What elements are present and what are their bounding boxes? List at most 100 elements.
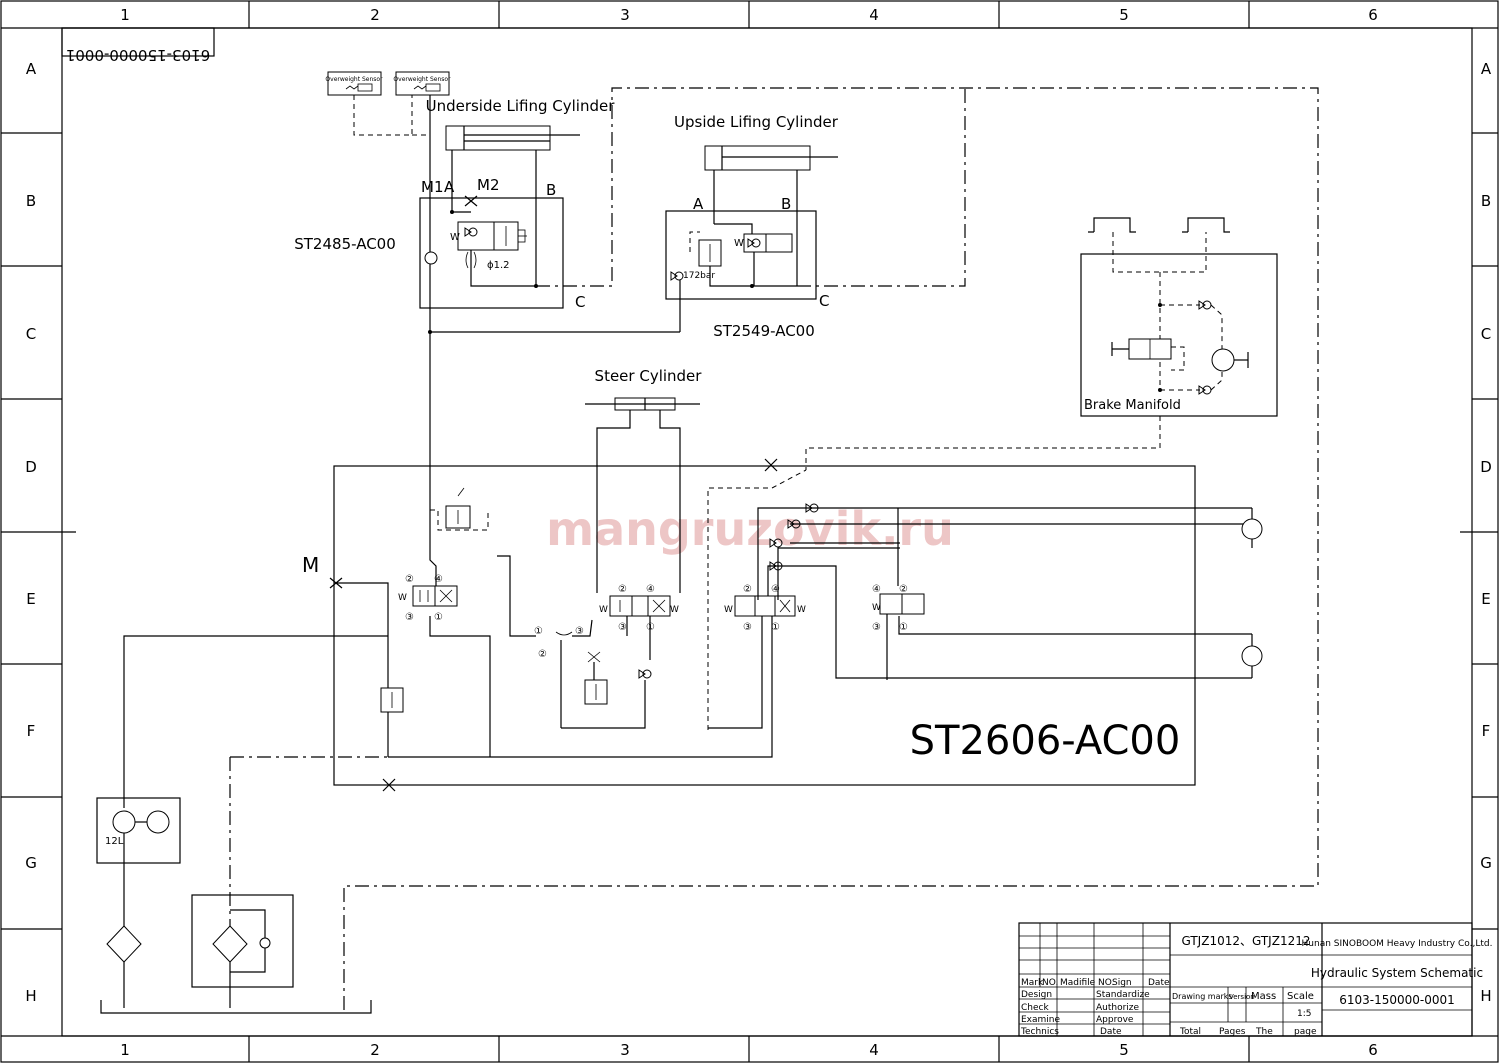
row-label: D (1480, 458, 1492, 476)
svg-text:③: ③ (618, 622, 627, 633)
svg-text:6103-150000-0001: 6103-150000-0001 (1339, 993, 1455, 1007)
svg-text:W: W (724, 605, 733, 615)
col-label: 4 (869, 1041, 879, 1059)
svg-text:Underside Lifing Cylinder: Underside Lifing Cylinder (426, 97, 616, 115)
svg-text:W: W (450, 232, 460, 243)
svg-text:Design: Design (1021, 990, 1052, 1000)
row-label: E (26, 590, 35, 608)
svg-text:①: ① (899, 622, 908, 633)
col-label: 2 (370, 6, 380, 24)
row-label: C (1481, 325, 1491, 343)
row-label: C (26, 325, 36, 343)
svg-text:page: page (1294, 1027, 1317, 1037)
svg-text:Pages: Pages (1219, 1027, 1246, 1037)
row-label: F (1482, 722, 1491, 740)
svg-text:ST2606-AC00: ST2606-AC00 (910, 718, 1181, 764)
valve-block-st2549: ST2549-AC00 A B C W 172bar (665, 88, 966, 340)
svg-text:The: The (1255, 1027, 1273, 1037)
svg-text:①: ① (534, 626, 543, 637)
col-label: 2 (370, 1041, 380, 1059)
row-label: F (27, 722, 36, 740)
svg-text:Total: Total (1179, 1027, 1201, 1037)
drive-motor-2 (1241, 634, 1263, 678)
svg-text:Mark: Mark (1021, 978, 1044, 988)
drawing-number-rotated: 6103-150000-0001 (66, 46, 210, 64)
svg-text:②: ② (405, 574, 414, 585)
svg-text:Scale: Scale (1287, 991, 1314, 1002)
svg-text:W: W (734, 238, 744, 249)
brake-manifold: Brake Manifold (805, 217, 1278, 470)
svg-text:ϕ1.2: ϕ1.2 (487, 260, 510, 271)
svg-text:M2: M2 (477, 176, 500, 194)
svg-text:W: W (872, 603, 881, 613)
row-label: H (1480, 987, 1491, 1005)
return-filter (191, 756, 388, 1008)
main-manifold-st2606: ST2606-AC00 M ② ④ ③ ① W ① ③ ② (302, 458, 1252, 792)
svg-text:GTJZ1012、GTJZ1212: GTJZ1012、GTJZ1212 (1181, 934, 1310, 948)
svg-text:M1: M1 (421, 178, 444, 196)
svg-text:Authorize: Authorize (1096, 1003, 1140, 1013)
svg-text:B: B (781, 195, 791, 213)
svg-text:Standardize: Standardize (1096, 990, 1150, 1000)
svg-text:②: ② (743, 584, 752, 595)
svg-text:Version: Version (1229, 993, 1255, 1001)
svg-text:Steer Cylinder: Steer Cylinder (595, 367, 703, 385)
row-label: G (1480, 854, 1492, 872)
svg-text:②: ② (899, 584, 908, 595)
svg-text:②: ② (618, 584, 627, 595)
svg-text:Drawing marks: Drawing marks (1172, 992, 1233, 1001)
row-label: D (25, 458, 37, 476)
row-label: A (1481, 60, 1492, 78)
drive-motor-1 (1241, 508, 1263, 548)
row-label: B (1481, 192, 1491, 210)
svg-text:④: ④ (434, 574, 443, 585)
svg-text:12L: 12L (105, 836, 124, 847)
col-label: 4 (869, 6, 879, 24)
svg-text:④: ④ (646, 584, 655, 595)
row-label: B (26, 192, 36, 210)
drawing-number-box (61, 27, 215, 57)
svg-text:172bar: 172bar (683, 271, 715, 281)
svg-text:W: W (398, 593, 407, 603)
pump-unit: 12L (96, 635, 388, 1014)
col-label: 6 (1368, 1041, 1378, 1059)
col-label: 1 (120, 6, 130, 24)
svg-text:Date: Date (1148, 978, 1170, 988)
row-label: A (26, 60, 37, 78)
row-label: H (25, 987, 36, 1005)
svg-text:③: ③ (405, 612, 414, 623)
svg-text:B: B (546, 181, 556, 199)
svg-text:NO.: NO. (1042, 978, 1058, 988)
svg-text:Overweight Sensor: Overweight Sensor (393, 76, 451, 83)
row-label: E (1481, 590, 1490, 608)
svg-text:Check: Check (1021, 1003, 1049, 1013)
col-label: 5 (1119, 6, 1129, 24)
svg-text:Sign: Sign (1112, 978, 1132, 988)
upside-lifting-cylinder: Upside Lifing Cylinder (674, 113, 839, 171)
svg-text:M: M (302, 553, 319, 577)
col-label: 3 (620, 6, 630, 24)
overweight-sensor-2: Overweight Sensor (393, 71, 451, 96)
svg-text:C: C (575, 293, 585, 311)
valve-block-st2485: ST2485-AC00 M1 A M2 B C W ϕ1.2 (294, 87, 1319, 1012)
svg-text:C: C (819, 292, 829, 310)
svg-text:A: A (693, 195, 704, 213)
svg-text:Hydraulic System Schematic: Hydraulic System Schematic (1311, 966, 1483, 980)
svg-text:①: ① (771, 622, 780, 633)
svg-text:②: ② (538, 649, 547, 660)
svg-text:Madifile NO.: Madifile NO. (1060, 978, 1114, 988)
svg-text:Technics: Technics (1020, 1027, 1059, 1037)
svg-text:③: ③ (743, 622, 752, 633)
svg-text:③: ③ (872, 622, 881, 633)
svg-text:A: A (444, 178, 455, 196)
svg-text:W: W (599, 605, 608, 615)
col-label: 1 (120, 1041, 130, 1059)
svg-text:Overweight Sensor: Overweight Sensor (325, 76, 383, 83)
underside-lifting-cylinder: Underside Lifing Cylinder (426, 97, 616, 151)
svg-text:Upside Lifing Cylinder: Upside Lifing Cylinder (674, 113, 839, 131)
svg-text:Date: Date (1100, 1027, 1122, 1037)
svg-text:④: ④ (872, 584, 881, 595)
svg-text:Approve: Approve (1096, 1015, 1134, 1025)
watermark: mangruzovik.ru (546, 502, 954, 556)
